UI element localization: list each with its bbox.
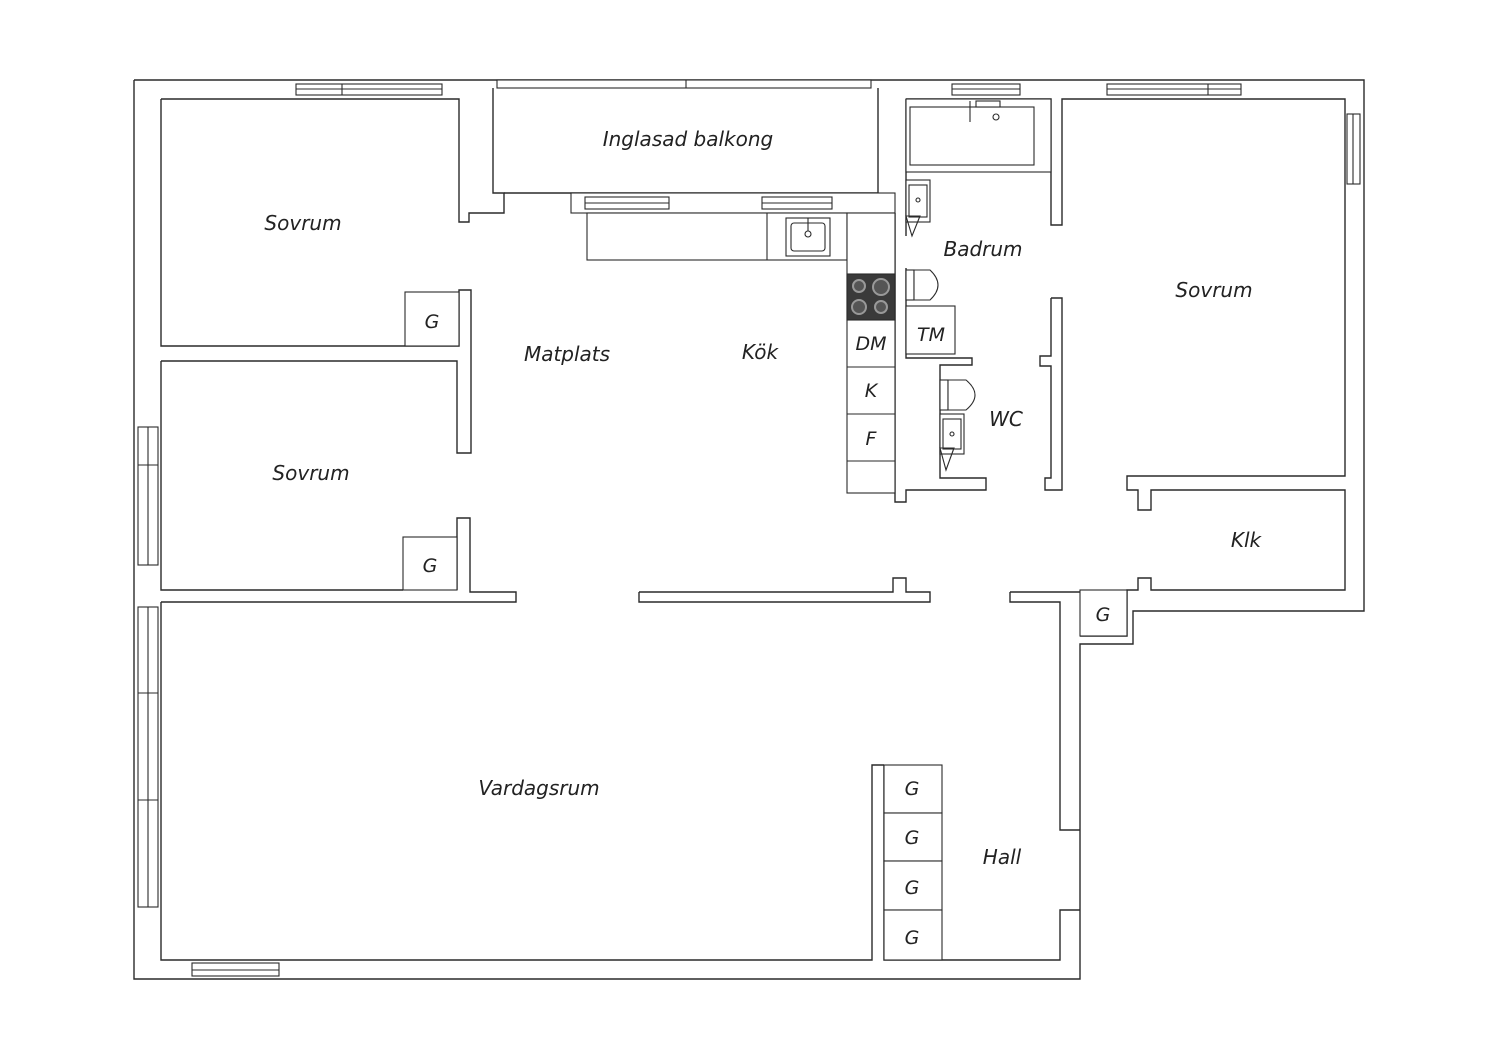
room-label-dining: Matplats — [524, 342, 610, 366]
stove-icon — [846, 273, 896, 321]
windows — [137, 79, 1361, 977]
wardrobe-label: G — [423, 555, 438, 577]
outer-walls — [133, 79, 1365, 980]
room-label-walk-in-closet: Klk — [1231, 528, 1263, 552]
room-label-bedroom-top-left: Sovrum — [264, 211, 341, 235]
wardrobes — [402, 291, 1128, 961]
window-icon — [137, 426, 159, 566]
freezer-label: F — [866, 428, 878, 450]
window-icon — [137, 606, 159, 908]
wardrobe-label: G — [905, 827, 920, 849]
dishwasher-label: DM — [855, 333, 886, 355]
room-label-wc: WC — [989, 407, 1023, 431]
wardrobe-label: G — [905, 778, 920, 800]
window-icon — [1106, 83, 1242, 96]
room-label-bedroom-mid-left: Sovrum — [272, 461, 349, 485]
washbasin-icon — [905, 179, 931, 238]
toilet-icon — [939, 379, 976, 411]
fridge-label: K — [865, 380, 879, 402]
wardrobe-label: G — [1096, 604, 1111, 626]
wardrobe-label: G — [905, 877, 920, 899]
window-icon — [951, 83, 1021, 96]
room-label-living-room: Vardagsrum — [478, 776, 599, 800]
room-label-balcony: Inglasad balkong — [603, 127, 774, 151]
interior-walls — [160, 88, 1346, 961]
sink-icon — [785, 217, 831, 257]
room-label-kitchen: Kök — [742, 340, 780, 364]
room-label-hall: Hall — [983, 845, 1022, 869]
washer-box — [905, 305, 956, 355]
room-label-bathroom: Badrum — [943, 237, 1022, 261]
window-icon — [191, 962, 280, 977]
washbasin-icon — [939, 413, 965, 472]
window-icon — [1346, 113, 1361, 185]
bathtub-icon — [905, 98, 1052, 173]
wardrobe-label: G — [905, 927, 920, 949]
window-icon — [295, 83, 443, 96]
room-label-bedroom-right: Sovrum — [1175, 278, 1252, 302]
washer-label: TM — [917, 324, 945, 346]
kitchen-counter — [570, 192, 896, 494]
wardrobe-label: G — [425, 311, 440, 333]
window-icon — [496, 79, 872, 89]
toilet-icon — [905, 269, 939, 301]
